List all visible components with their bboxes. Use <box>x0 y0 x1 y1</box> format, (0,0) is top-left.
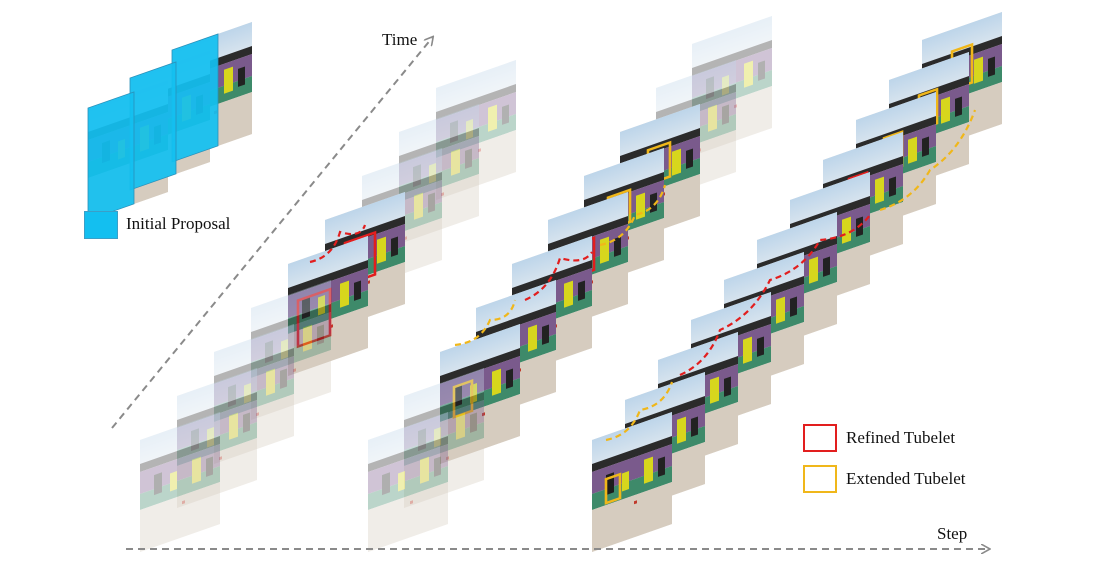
initial-proposal-legend-label: Initial Proposal <box>126 214 231 233</box>
refined-tubelet-legend-label: Refined Tubelet <box>846 428 956 447</box>
time-axis-arrow <box>111 38 432 429</box>
stack2-extended-link-lower <box>454 299 517 347</box>
stack2-refined-link <box>524 251 593 302</box>
stack2-frame-1 <box>368 411 448 552</box>
stack3-frame-1 <box>592 411 672 552</box>
initial-proposal-mask-1 <box>171 33 219 163</box>
step-axis-label: Step <box>937 524 968 543</box>
tubelet-links-layer <box>309 109 977 442</box>
initial-proposal-mask-2 <box>129 61 177 191</box>
stack1-frame-1 <box>140 411 220 552</box>
initial-proposal-swatch <box>84 211 118 239</box>
stack3-extended-link-lower <box>605 381 674 442</box>
stack3-refined-link <box>679 214 871 377</box>
extended-tubelet-swatch <box>803 465 837 493</box>
frames-layer <box>87 11 1002 552</box>
stack2-extended-link-upper <box>599 184 667 247</box>
stack3-extended-link-upper <box>879 109 977 212</box>
time-axis-label: Time <box>382 30 418 49</box>
extended-tubelet-legend-label: Extended Tubelet <box>846 469 966 488</box>
initial-proposal-mask-3 <box>87 91 135 221</box>
refined-tubelet-swatch <box>803 424 837 452</box>
stack1-refined-link <box>309 224 367 264</box>
